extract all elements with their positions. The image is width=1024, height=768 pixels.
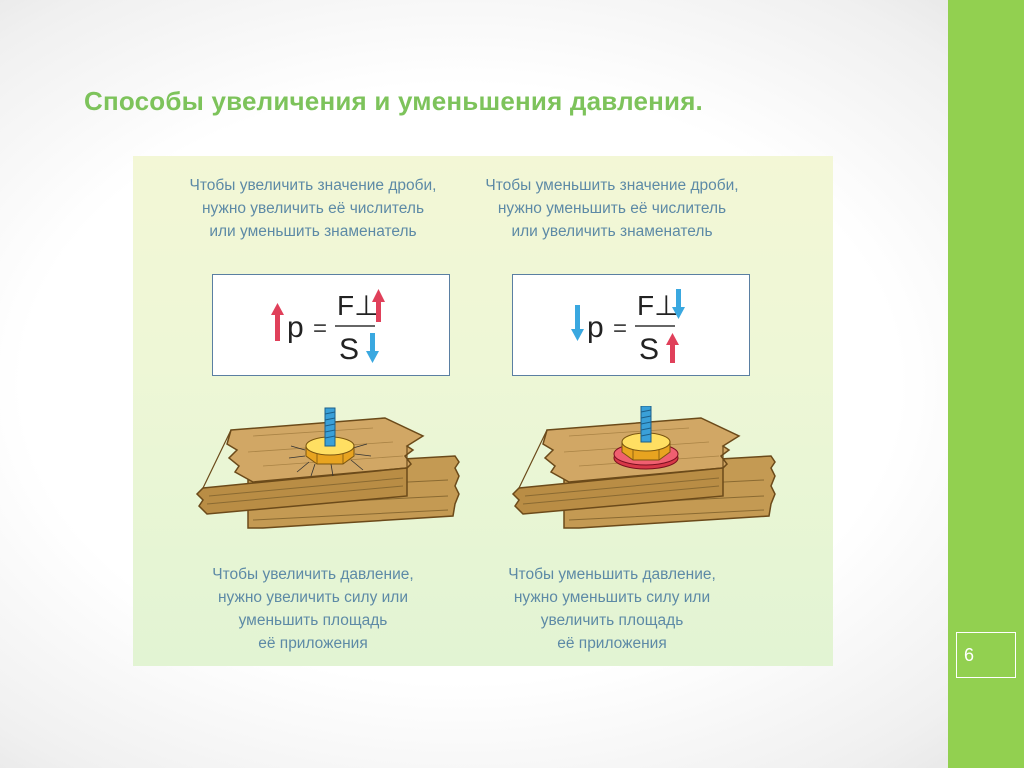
arrow-up-icon bbox=[271, 303, 284, 341]
formula-denominator: S bbox=[339, 333, 359, 366]
formula-numerator: F⊥ bbox=[637, 290, 679, 321]
right-board-illustration bbox=[511, 406, 776, 529]
arrow-down-icon bbox=[571, 305, 584, 341]
page-number: 6 bbox=[964, 645, 975, 665]
left-rule-line: или уменьшить знаменатель bbox=[209, 223, 417, 240]
page-number-box: 6 bbox=[956, 632, 1016, 678]
left-formula: p = F⊥ S bbox=[271, 289, 385, 366]
right-formula-box: p = F⊥ S bbox=[512, 274, 750, 376]
formula-equals: = bbox=[313, 315, 327, 342]
right-caption: Чтобы уменьшить давление, нужно уменьшит… bbox=[447, 563, 777, 655]
left-caption-line: Чтобы увеличить давление, bbox=[212, 566, 414, 583]
arrow-down-icon bbox=[672, 289, 685, 319]
right-caption-line: нужно уменьшить силу или bbox=[513, 589, 711, 606]
right-rule-line: Чтобы уменьшить значение дроби, bbox=[485, 177, 739, 194]
arrow-up-icon bbox=[372, 289, 385, 322]
left-formula-box: p = F⊥ S bbox=[212, 274, 450, 376]
left-board-illustration bbox=[195, 407, 460, 529]
right-rule-line: или увеличить знаменатель bbox=[511, 223, 713, 240]
left-rule-text: Чтобы увеличить значение дроби, нужно ув… bbox=[148, 174, 478, 243]
right-caption-line: Чтобы уменьшить давление, bbox=[508, 566, 716, 583]
left-caption-line: уменьшить площадь bbox=[238, 612, 388, 629]
green-side-bar bbox=[948, 0, 1024, 768]
arrow-down-icon bbox=[366, 333, 379, 363]
formula-denominator: S bbox=[639, 333, 659, 366]
left-rule-line: Чтобы увеличить значение дроби, bbox=[189, 177, 437, 194]
arrow-up-icon bbox=[666, 333, 679, 363]
left-caption-line: её приложения bbox=[258, 635, 368, 652]
formula-equals: = bbox=[613, 315, 627, 342]
bolt-icon bbox=[324, 407, 336, 447]
formula-p: p bbox=[587, 311, 604, 344]
left-rule-line: нужно увеличить её числитель bbox=[201, 200, 425, 217]
crack-lines bbox=[288, 443, 372, 477]
slide-title: Способы увеличения и уменьшения давления… bbox=[84, 86, 703, 116]
right-caption-line: её приложения bbox=[557, 635, 667, 652]
right-formula: p = F⊥ S bbox=[571, 289, 685, 366]
formula-numerator: F⊥ bbox=[337, 290, 379, 321]
right-rule-line: нужно уменьшить её числитель bbox=[497, 200, 727, 217]
right-caption-line: увеличить площадь bbox=[540, 612, 684, 629]
left-caption-line: нужно увеличить силу или bbox=[217, 589, 409, 606]
bolt-icon bbox=[640, 406, 652, 443]
right-rule-text: Чтобы уменьшить значение дроби, нужно ум… bbox=[447, 174, 777, 243]
illustration-panel: Чтобы увеличить значение дроби, нужно ув… bbox=[133, 156, 833, 666]
formula-p: p bbox=[287, 311, 304, 344]
left-caption: Чтобы увеличить давление, нужно увеличит… bbox=[148, 563, 478, 655]
